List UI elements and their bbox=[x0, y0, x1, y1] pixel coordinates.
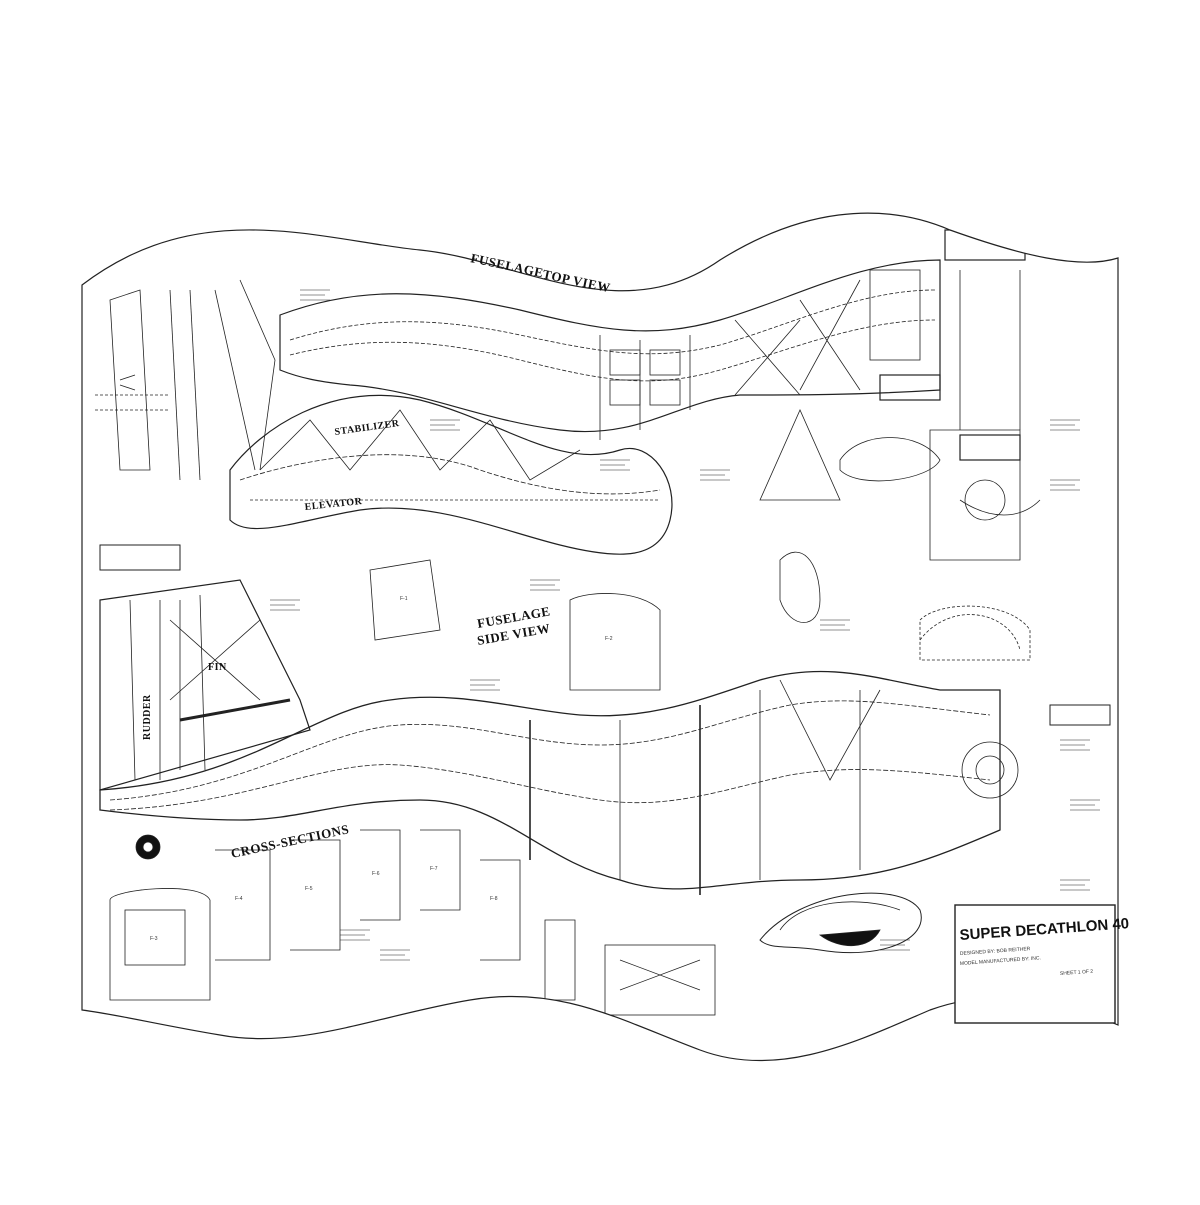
label-fin: FIN bbox=[208, 662, 227, 673]
former-label: F-3 bbox=[150, 936, 158, 942]
fuselage-top-view bbox=[279, 259, 941, 440]
annotation-notes bbox=[270, 289, 1100, 961]
former-label: F-4 bbox=[235, 896, 243, 902]
former-label: F-6 bbox=[372, 871, 380, 877]
stabilizer-elevator bbox=[229, 395, 673, 555]
former-label: F-2 bbox=[605, 636, 613, 642]
label-rudder: RUDDER bbox=[142, 694, 153, 740]
designer-line: DESIGNED BY: BOB REITHER bbox=[960, 946, 1031, 957]
former-label: F-5 bbox=[305, 886, 313, 892]
title-block: SUPER DECATHLON 40 DESIGNED BY: BOB REIT… bbox=[954, 904, 1130, 1024]
former-label: F-8 bbox=[490, 896, 498, 902]
former-outlines bbox=[109, 559, 716, 1016]
fin-rudder bbox=[99, 579, 311, 791]
manufacturer-line: MODEL MANUFACTURED BY: INC. bbox=[960, 955, 1041, 967]
former-label: F-1 bbox=[400, 596, 408, 602]
sheet-number: SHEET 1 OF 2 bbox=[1060, 969, 1094, 977]
left-edge-details bbox=[95, 279, 276, 481]
former-label: F-7 bbox=[430, 866, 438, 872]
fuselage-side-view bbox=[99, 614, 1021, 895]
wheel-pant bbox=[759, 892, 922, 954]
